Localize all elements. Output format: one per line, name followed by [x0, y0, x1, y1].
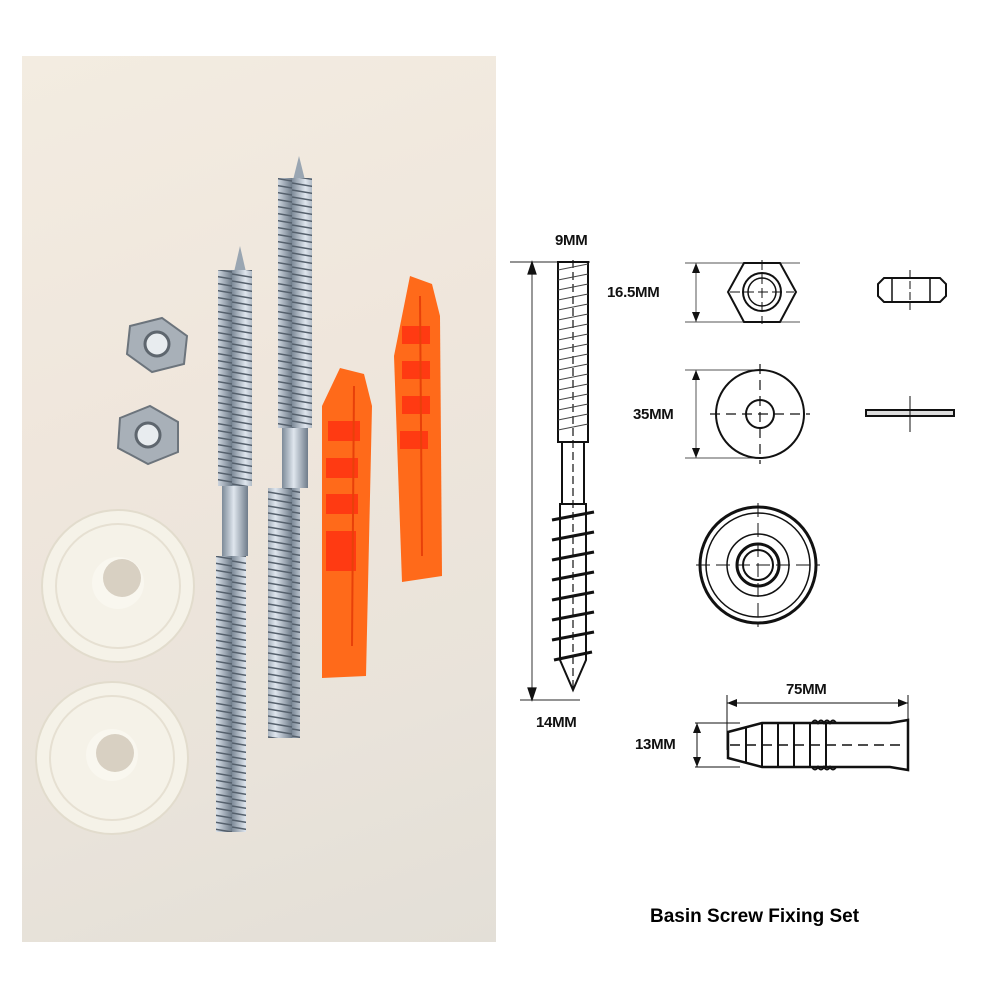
hex-nut-photo	[116, 404, 179, 466]
technical-drawing-lines	[510, 260, 955, 772]
hex-nut-drawing	[685, 260, 947, 324]
washer-dimension-label: 35MM	[633, 406, 674, 423]
washer-drawing	[685, 364, 955, 464]
product-photo	[22, 56, 496, 942]
plug-length-label: 75MM	[786, 681, 827, 698]
product-title: Basin Screw Fixing Set	[650, 906, 860, 927]
wall-plug-photo	[322, 368, 372, 678]
cover-washer-photo	[35, 681, 189, 835]
cover-washer-photo	[41, 509, 195, 663]
screw-top-label: 9MM	[555, 232, 588, 249]
screw-bottom-label: 14MM	[536, 714, 577, 731]
plug-diameter-label: 13MM	[635, 736, 676, 753]
technical-drawing: 9MM 14MM 16.5MM 35MM 75MM 13MM	[500, 220, 1000, 780]
hex-nut-photo	[125, 316, 189, 374]
screw-drawing	[557, 260, 589, 693]
screw-bolt-photo	[268, 156, 312, 738]
wall-plug-photo	[394, 276, 442, 582]
wall-plug-drawing	[693, 695, 910, 772]
product-photo-illustration	[35, 156, 442, 835]
nut-dimension-label: 16.5MM	[607, 284, 660, 301]
cover-washer-drawing	[696, 503, 820, 627]
screw-bolt-photo	[216, 246, 252, 832]
